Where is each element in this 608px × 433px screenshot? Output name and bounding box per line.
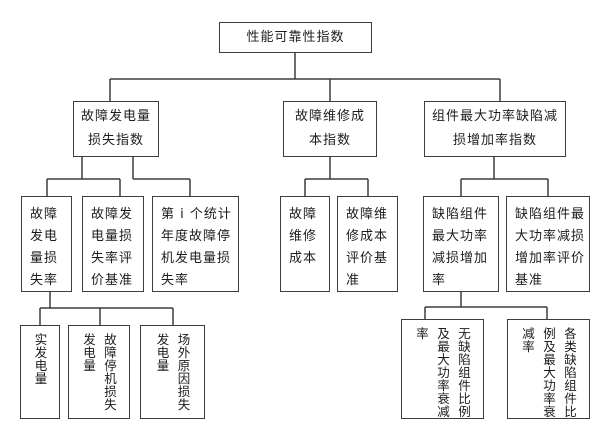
node-external-cause-loss-generation: 场外原因损失 发电量 [140,325,205,419]
node-defect-module-ratio-max-power-attenuation-rate: 各类缺陷组件比 例及最大功率衰 减率 [507,319,590,419]
node-fault-maintenance-cost-benchmark: 故障维 修成本 评价基 准 [337,196,398,292]
node-fault-generation-loss-rate-benchmark: 故障发 电量损 失率评 价基准 [82,196,144,292]
node-fault-outage-loss-generation: 故障停机损失 发电量 [68,325,130,419]
node-module-max-power-defect-derate-increase-index: 组件最大功率缺陷减 损增加率指数 [424,101,566,157]
node-defect-free-module-ratio-max-power-attenuation-rate-label: 无缺陷组件比例 及最大功率衰减 率 [414,327,471,418]
node-fault-outage-loss-generation-label: 故障停机损失 发电量 [81,333,117,411]
node-year-i-fault-outage-generation-loss-rate: 第 i 个统计 年度故障停 机发电量损 失率 [152,196,239,292]
node-performance-reliability-index: 性能可靠性指数 [219,22,372,53]
node-defect-module-ratio-max-power-attenuation-rate-label: 各类缺陷组件比 例及最大功率衰 减率 [520,327,577,418]
node-defect-free-module-ratio-max-power-attenuation-rate: 无缺陷组件比例 及最大功率衰减 率 [401,319,484,419]
node-fault-generation-loss-rate: 故障 发电 量损 失率 [21,196,72,292]
node-fault-generation-loss-index: 故障发电量 损失指数 [73,101,159,157]
node-external-cause-loss-generation-label: 场外原因损失 发电量 [154,333,191,411]
node-defect-module-max-power-derate-increase-rate-benchmark: 缺陷组件最 大功率减损 增加率评价 基准 [506,196,590,292]
node-fault-maintenance-cost-index: 故障维修成 本指数 [283,101,377,157]
node-actual-generation-label: 实发电量 [32,333,48,385]
node-fault-maintenance-cost: 故障 维修 成本 [280,196,330,292]
node-actual-generation: 实发电量 [20,325,60,419]
node-defect-module-max-power-derate-increase-rate: 缺陷组件 最大功率 减损增加 率 [423,196,499,292]
